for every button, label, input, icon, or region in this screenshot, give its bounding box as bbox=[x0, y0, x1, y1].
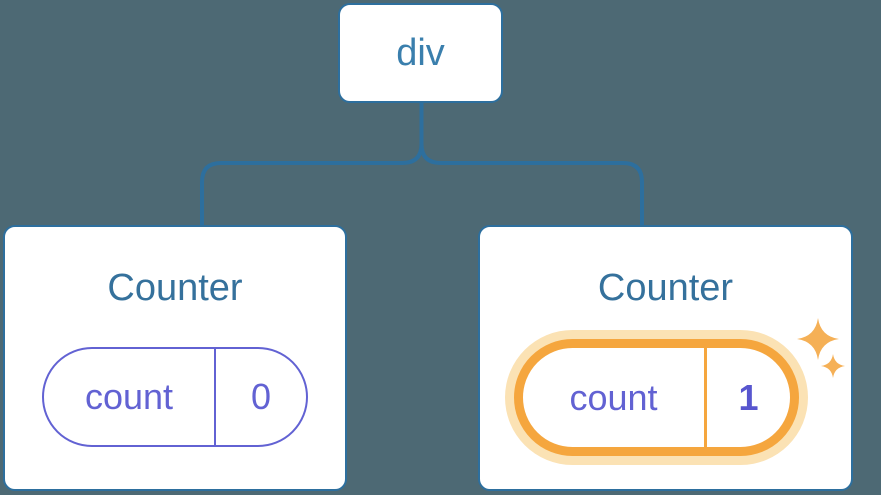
state-value-segment: 1 bbox=[707, 348, 790, 447]
sparkle-icon bbox=[821, 354, 845, 378]
root-node-div: div bbox=[338, 3, 503, 103]
state-key-label: count bbox=[84, 376, 174, 417]
state-value-label: 0 bbox=[250, 376, 272, 417]
connector-right-branch bbox=[419, 101, 644, 227]
counter-card-left: Counter count 0 bbox=[3, 225, 347, 491]
state-pill-highlight-glow: count 1 bbox=[505, 330, 808, 465]
sparkle-icon bbox=[797, 318, 839, 360]
component-name-left: Counter bbox=[107, 267, 243, 309]
component-name-right: Counter bbox=[597, 267, 734, 309]
state-value-label: 1 bbox=[738, 376, 759, 418]
state-pill-left: count 0 bbox=[42, 347, 308, 447]
state-key-segment: count bbox=[523, 348, 707, 447]
root-node-label: div bbox=[396, 31, 445, 74]
state-key-label: count bbox=[569, 376, 658, 418]
state-value-segment: 0 bbox=[216, 349, 306, 445]
state-key-segment: count bbox=[44, 349, 216, 445]
counter-card-right: Counter count 1 bbox=[478, 225, 853, 491]
connector-left-branch bbox=[200, 101, 424, 227]
state-pill-right-highlighted: count 1 bbox=[514, 339, 799, 456]
